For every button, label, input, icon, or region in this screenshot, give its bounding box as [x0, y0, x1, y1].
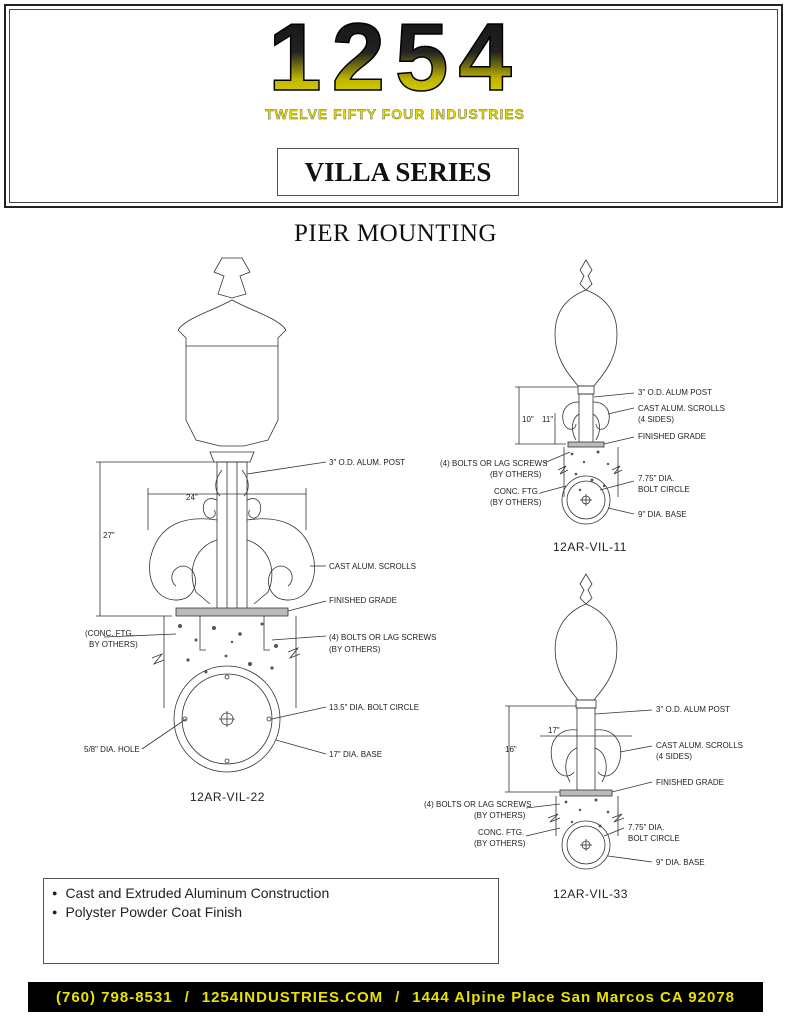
- top-base-label: 9" DIA. BASE: [638, 510, 687, 519]
- small-bottom-fixture: [505, 573, 653, 870]
- large-bolt-circle-label: 13.5" DIA. BOLT CIRCLE: [329, 703, 419, 712]
- bottom-base-label: 9" DIA. BASE: [656, 858, 705, 867]
- large-bolts-label-2: (BY OTHERS): [329, 645, 381, 654]
- bottom-scrolls-label-2: (4 SIDES): [656, 752, 692, 761]
- bottom-bolt-circle-label-1: 7.75" DIA.: [628, 823, 664, 832]
- top-footing-label-2: (BY OTHERS): [490, 498, 542, 507]
- series-title: VILLA SERIES: [277, 148, 519, 196]
- large-base-label: 17" DIA. BASE: [329, 750, 382, 759]
- bottom-post-label: 3" O.D. ALUM POST: [656, 705, 730, 714]
- footer-address: 1444 Alpine Place San Marcos CA 92078: [412, 988, 735, 1006]
- technical-drawing: 3" O.D. ALUM. POST 24" 27" CAST ALUM. SC…: [84, 257, 743, 901]
- footer-website: 1254INDUSTRIES.COM: [201, 988, 384, 1006]
- top-grade-label: FINISHED GRADE: [638, 432, 706, 441]
- top-post-label: 3" O.D. ALUM POST: [638, 388, 712, 397]
- large-hole-label: 5/8" DIA. HOLE: [84, 745, 140, 754]
- top-footing-label-1: CONC. FTG.: [494, 487, 540, 496]
- footer-phone: (760) 798-8531: [56, 988, 173, 1006]
- bottom-footing-label-2: (BY OTHERS): [474, 839, 526, 848]
- large-post-label: 3" O.D. ALUM. POST: [329, 458, 405, 467]
- top-scrolls-label-2: (4 SIDES): [638, 415, 674, 424]
- top-bolt-circle-label-1: 7.75" DIA.: [638, 474, 674, 483]
- large-footing-label-2: BY OTHERS): [89, 640, 138, 649]
- features-list: Cast and Extruded Aluminum Construction …: [52, 884, 490, 922]
- top-height-dim: 10": [522, 415, 534, 424]
- company-logo: 1254 TWELVE FIFTY FOUR INDUSTRIES: [265, 12, 525, 122]
- large-bolts-label-1: (4) BOLTS OR LAG SCREWS: [329, 633, 436, 642]
- bottom-bolts-label-2: (BY OTHERS): [474, 811, 526, 820]
- top-bolts-label-2: (BY OTHERS): [490, 470, 542, 479]
- top-model-number: 12AR-VIL-11: [553, 540, 627, 554]
- bottom-bolt-circle-label-2: BOLT CIRCLE: [628, 834, 680, 843]
- bottom-bolts-label-1: (4) BOLTS OR LAG SCREWS: [424, 800, 531, 809]
- header-frame: [4, 4, 783, 208]
- large-height-dim: 27": [103, 531, 115, 540]
- bottom-grade-label: FINISHED GRADE: [656, 778, 724, 787]
- top-bolt-circle-label-2: BOLT CIRCLE: [638, 485, 690, 494]
- large-fixture: [96, 257, 327, 773]
- features-box: Cast and Extruded Aluminum Construction …: [43, 878, 499, 964]
- large-width-dim: 24": [186, 493, 198, 502]
- top-bolts-label-1: (4) BOLTS OR LAG SCREWS: [440, 459, 547, 468]
- top-scrolls-label-1: CAST ALUM. SCROLLS: [638, 404, 725, 413]
- footer-separator: /: [184, 988, 190, 1006]
- small-top-fixture: [515, 259, 635, 525]
- page-title: PIER MOUNTING: [293, 220, 498, 247]
- bottom-footing-label-1: CONC. FTG.: [478, 828, 524, 837]
- bottom-model-number: 12AR-VIL-33: [553, 887, 628, 901]
- bottom-scrolls-label-1: CAST ALUM. SCROLLS: [656, 741, 743, 750]
- feature-item: Polyster Powder Coat Finish: [52, 903, 490, 922]
- large-grade-label: FINISHED GRADE: [329, 596, 397, 605]
- top-width-dim: 11": [542, 415, 553, 424]
- bottom-width-dim: 17": [548, 726, 560, 735]
- large-model-number: 12AR-VIL-22: [190, 790, 265, 804]
- footer-bar: (760) 798-8531 / 1254INDUSTRIES.COM / 14…: [28, 982, 763, 1012]
- footer-separator: /: [395, 988, 401, 1006]
- logo-number: 1254: [268, 12, 522, 111]
- bottom-height-dim: 16": [505, 745, 517, 754]
- large-scrolls-label: CAST ALUM. SCROLLS: [329, 562, 416, 571]
- large-footing-label-1: (CONC. FTG.: [85, 629, 134, 638]
- logo-company-name: TWELVE FIFTY FOUR INDUSTRIES: [265, 106, 525, 122]
- feature-item: Cast and Extruded Aluminum Construction: [52, 884, 490, 903]
